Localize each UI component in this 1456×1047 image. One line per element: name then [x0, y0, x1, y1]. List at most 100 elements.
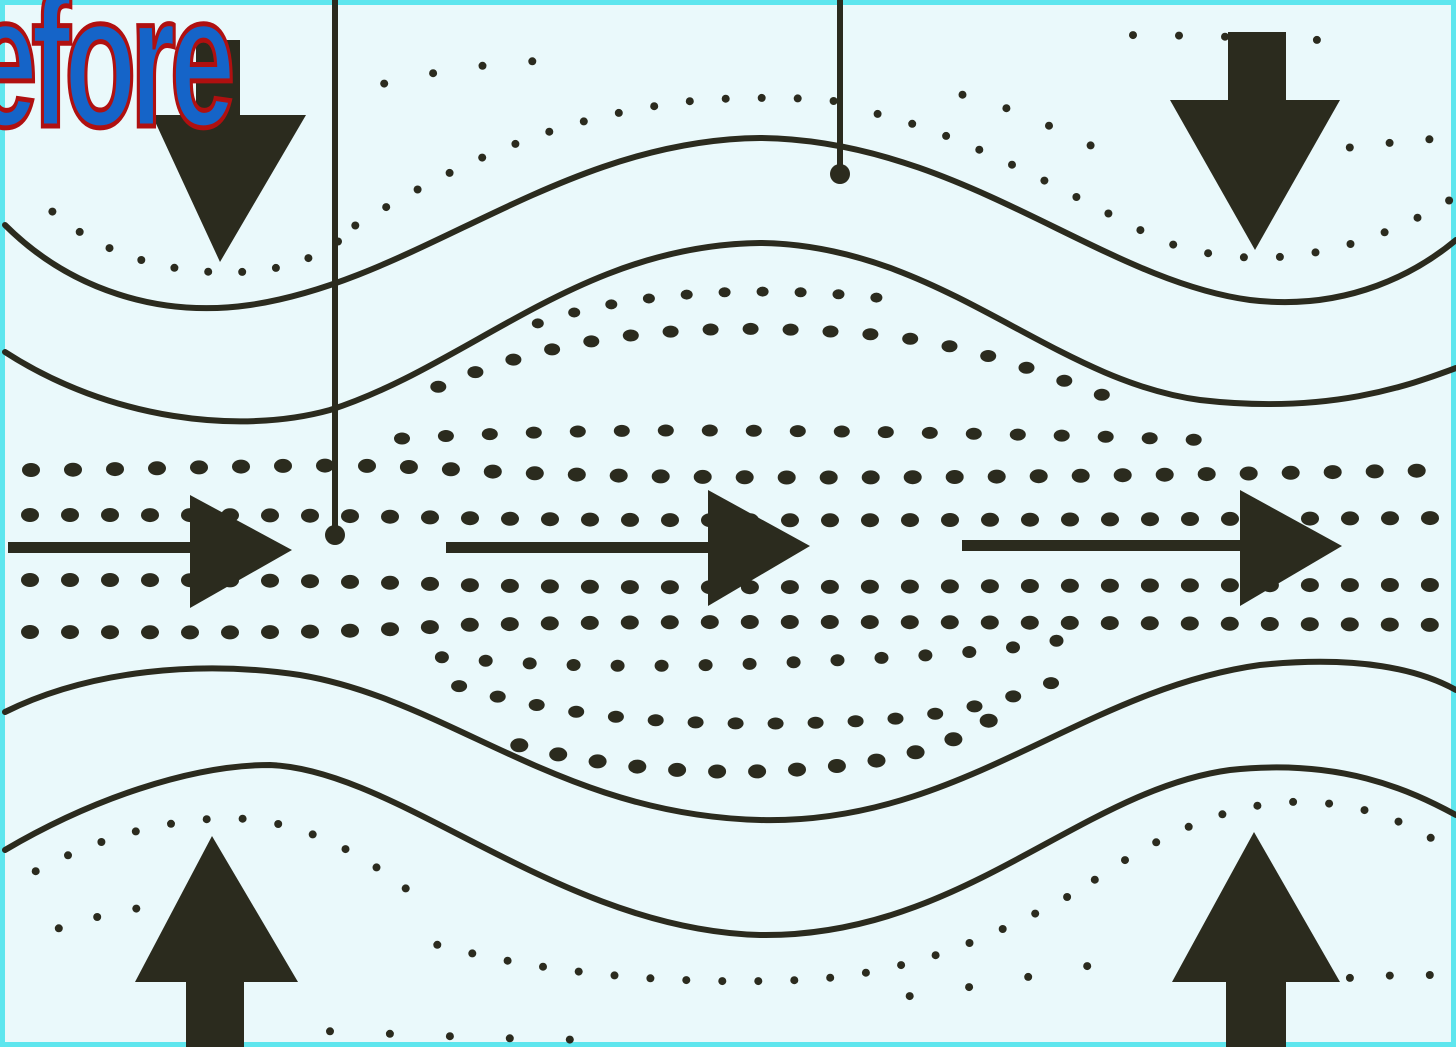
particle-dot	[741, 615, 759, 629]
particle-dot	[788, 763, 806, 777]
particle-dot	[1427, 834, 1435, 842]
particle-dot	[833, 289, 845, 299]
particle-dot	[1104, 210, 1112, 218]
particle-dot	[902, 333, 918, 345]
particle-dot	[831, 654, 845, 666]
particle-dot	[621, 616, 639, 630]
particle-dot	[239, 815, 247, 823]
particle-dot	[790, 425, 806, 437]
particle-dot	[433, 941, 441, 949]
particle-dot	[101, 508, 119, 522]
particle-dot	[927, 708, 943, 720]
particle-dot	[648, 714, 664, 726]
particle-dot	[736, 470, 754, 484]
particle-dot	[1240, 253, 1248, 261]
particle-dot	[820, 471, 838, 485]
particle-dot	[64, 463, 82, 477]
particle-dot	[309, 830, 317, 838]
particle-dot	[1312, 248, 1320, 256]
particle-dot	[21, 625, 39, 639]
particle-dot	[106, 462, 124, 476]
particle-dot	[479, 655, 493, 667]
particle-dot	[1240, 467, 1258, 481]
particle-dot	[1101, 579, 1119, 593]
particle-dot	[901, 513, 919, 527]
particle-dot	[1181, 617, 1199, 631]
particle-dot	[1421, 578, 1439, 592]
particle-dot	[400, 460, 418, 474]
particle-dot	[61, 625, 79, 639]
particle-dot	[628, 760, 646, 774]
particle-dot	[575, 968, 583, 976]
particle-dot	[702, 425, 718, 437]
particle-dot	[981, 513, 999, 527]
particle-dot	[862, 328, 878, 340]
particle-dot	[461, 618, 479, 632]
particle-dot	[1185, 823, 1193, 831]
particle-dot	[830, 97, 838, 105]
particle-dot	[1361, 806, 1369, 814]
particle-dot	[1141, 616, 1159, 630]
particle-dot	[1141, 579, 1159, 593]
particle-dot	[621, 580, 639, 594]
particle-dot	[55, 924, 63, 932]
particle-dot	[467, 366, 483, 378]
particle-dot	[821, 615, 839, 629]
particle-dot	[1021, 616, 1039, 630]
particle-dot	[48, 208, 56, 216]
particle-dot	[1002, 104, 1010, 112]
particle-dot	[526, 466, 544, 480]
particle-dot	[190, 460, 208, 474]
particle-dot	[682, 976, 690, 984]
particle-dot	[21, 573, 39, 587]
particle-dot	[1083, 962, 1091, 970]
particle-dot	[1169, 241, 1177, 249]
particle-dot	[402, 884, 410, 892]
particle-dot	[980, 350, 996, 362]
particle-dot	[301, 509, 319, 523]
particle-dot	[570, 426, 586, 438]
particle-dot	[868, 754, 886, 768]
particle-dot	[901, 580, 919, 594]
slide-title-fragment: efore	[0, 0, 229, 156]
particle-dot	[468, 949, 476, 957]
particle-dot	[719, 287, 731, 297]
particle-dot	[1386, 139, 1394, 147]
particle-dot	[101, 625, 119, 639]
particle-dot	[203, 815, 211, 823]
particle-dot	[1282, 466, 1300, 480]
particle-dot	[686, 97, 694, 105]
particle-dot	[999, 925, 1007, 933]
particle-dot	[1381, 578, 1399, 592]
particle-dot	[1072, 193, 1080, 201]
particle-dot	[1141, 512, 1159, 526]
particle-dot	[781, 580, 799, 594]
particle-dot	[1050, 635, 1064, 647]
particle-dot	[484, 465, 502, 479]
particle-dot	[261, 508, 279, 522]
particle-dot	[1056, 375, 1072, 387]
particle-dot	[106, 244, 114, 252]
particle-dot	[1129, 31, 1137, 39]
particle-dot	[479, 62, 487, 70]
particle-dot	[61, 573, 79, 587]
particle-dot	[870, 293, 882, 303]
particle-dot	[941, 615, 959, 629]
particle-dot	[1087, 141, 1095, 149]
particle-dot	[581, 513, 599, 527]
particle-dot	[1061, 616, 1079, 630]
particle-dot	[137, 256, 145, 264]
particle-dot	[901, 615, 919, 629]
particle-dot	[966, 428, 982, 440]
particle-dot	[778, 471, 796, 485]
particle-dot	[221, 625, 239, 639]
particle-dot	[381, 510, 399, 524]
particle-dot	[821, 580, 839, 594]
particle-dot	[341, 624, 359, 638]
particle-dot	[545, 128, 553, 136]
particle-dot	[1445, 197, 1453, 205]
particle-dot	[461, 511, 479, 525]
particle-dot	[941, 579, 959, 593]
particle-dot	[795, 287, 807, 297]
particle-dot	[351, 222, 359, 230]
